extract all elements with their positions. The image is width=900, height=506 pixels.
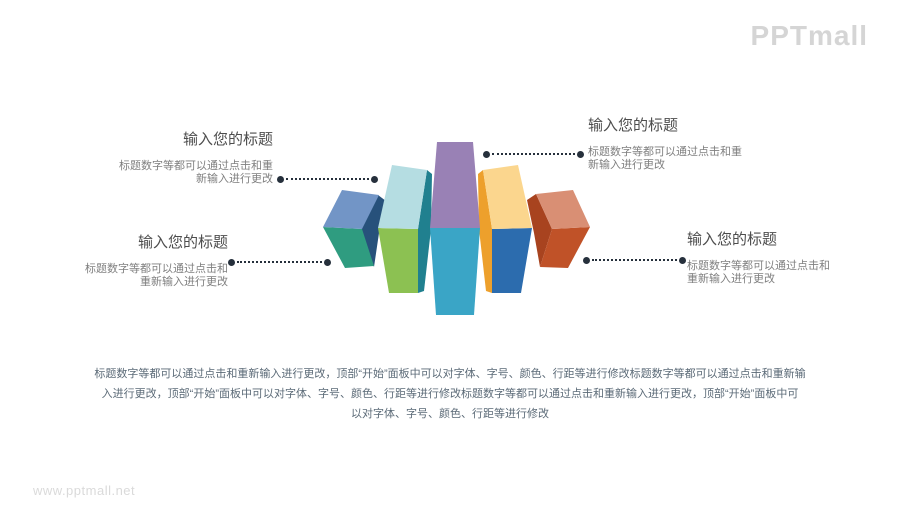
connector-end-dot [583, 256, 590, 264]
dotted-connector-mid-left [228, 258, 331, 266]
label-top-left-desc: 标题数字等都可以通过点击和重 新输入进行更改 [100, 160, 273, 186]
connector-end-dot [324, 258, 331, 266]
bar-4-side-face [478, 170, 492, 293]
connector-end-dot [228, 258, 235, 266]
connector-dotted-line [286, 178, 369, 180]
bar-3 [430, 142, 480, 315]
bar-5 [527, 190, 590, 268]
bar-4-front-face [492, 228, 532, 293]
desc-line-1: 标题数字等都可以通过点击和重 [119, 160, 273, 172]
label-mid-left: 输入您的标题 标题数字等都可以通过点击和 重新输入进行更改 [55, 234, 228, 289]
connector-dotted-line [592, 259, 677, 261]
connector-end-dot [679, 256, 686, 264]
label-top-right-desc: 标题数字等都可以通过点击和重 新输入进行更改 [588, 146, 768, 172]
label-mid-right-desc: 标题数字等都可以通过点击和 重新输入进行更改 [687, 260, 867, 286]
label-top-right: 输入您的标题 标题数字等都可以通过点击和重 新输入进行更改 [588, 117, 768, 172]
bar-3-front-face [430, 228, 480, 315]
desc-line-1: 标题数字等都可以通过点击和重 [588, 146, 742, 158]
body-paragraph: 标题数字等都可以通过点击和重新输入进行更改，顶部“开始”面板中可以对字体、字号、… [60, 364, 840, 424]
dotted-connector-mid-right [583, 256, 686, 264]
desc-line-2: 重新输入进行更改 [140, 276, 228, 288]
body-paragraph-line-1: 标题数字等都可以通过点击和重新输入进行更改，顶部“开始”面板中可以对字体、字号、… [94, 368, 806, 380]
label-mid-right-title: 输入您的标题 [687, 231, 778, 248]
body-paragraph-line-3: 以对字体、字号、颜色、行距等进行修改 [351, 408, 549, 420]
connector-dotted-line [492, 153, 575, 155]
dotted-connector-top-right [483, 150, 584, 158]
body-paragraph-line-2: 入进行更改，顶部“开始”面板中可以对字体、字号、颜色、行距等进行修改标题数字等都… [101, 388, 799, 400]
bar-4-top-face [483, 165, 532, 229]
bar-1-side-face [361, 195, 386, 267]
watermark-url: www.pptmall.net [33, 483, 136, 498]
label-top-left-title: 输入您的标题 [182, 131, 273, 148]
label-mid-left-title: 输入您的标题 [137, 234, 228, 251]
label-top-left: 输入您的标题 标题数字等都可以通过点击和重 新输入进行更改 [100, 131, 273, 186]
label-top-right-title: 输入您的标题 [588, 117, 679, 134]
label-mid-left-desc: 标题数字等都可以通过点击和 重新输入进行更改 [55, 263, 228, 289]
bar-2 [378, 165, 432, 293]
desc-line-2: 新输入进行更改 [588, 159, 665, 171]
bar-2-front-face [378, 228, 418, 293]
desc-line-1: 标题数字等都可以通过点击和 [687, 260, 830, 272]
bar-5-side-face [527, 194, 552, 267]
connector-end-dot [277, 175, 284, 183]
bar-5-top-face [536, 190, 590, 229]
bar-1 [323, 190, 386, 268]
pptmall-logo: PPTmall [750, 20, 868, 51]
dotted-connector-top-left [277, 175, 378, 183]
connector-dotted-line [237, 261, 322, 263]
bar-4 [478, 165, 532, 293]
bar-1-top-face [323, 190, 379, 229]
connector-end-dot [577, 150, 584, 158]
desc-line-2: 新输入进行更改 [196, 173, 273, 185]
bar-5-front-face [540, 227, 590, 268]
connector-end-dot [371, 175, 378, 183]
label-mid-right: 输入您的标题 标题数字等都可以通过点击和 重新输入进行更改 [687, 231, 867, 286]
desc-line-1: 标题数字等都可以通过点击和 [85, 263, 228, 275]
bar-3-top-face [430, 142, 480, 228]
bar-2-side-face [418, 170, 432, 293]
connector-end-dot [483, 150, 490, 158]
bar-2-top-face [378, 165, 427, 229]
bar-1-front-face [323, 227, 374, 268]
desc-line-2: 重新输入进行更改 [687, 273, 775, 285]
